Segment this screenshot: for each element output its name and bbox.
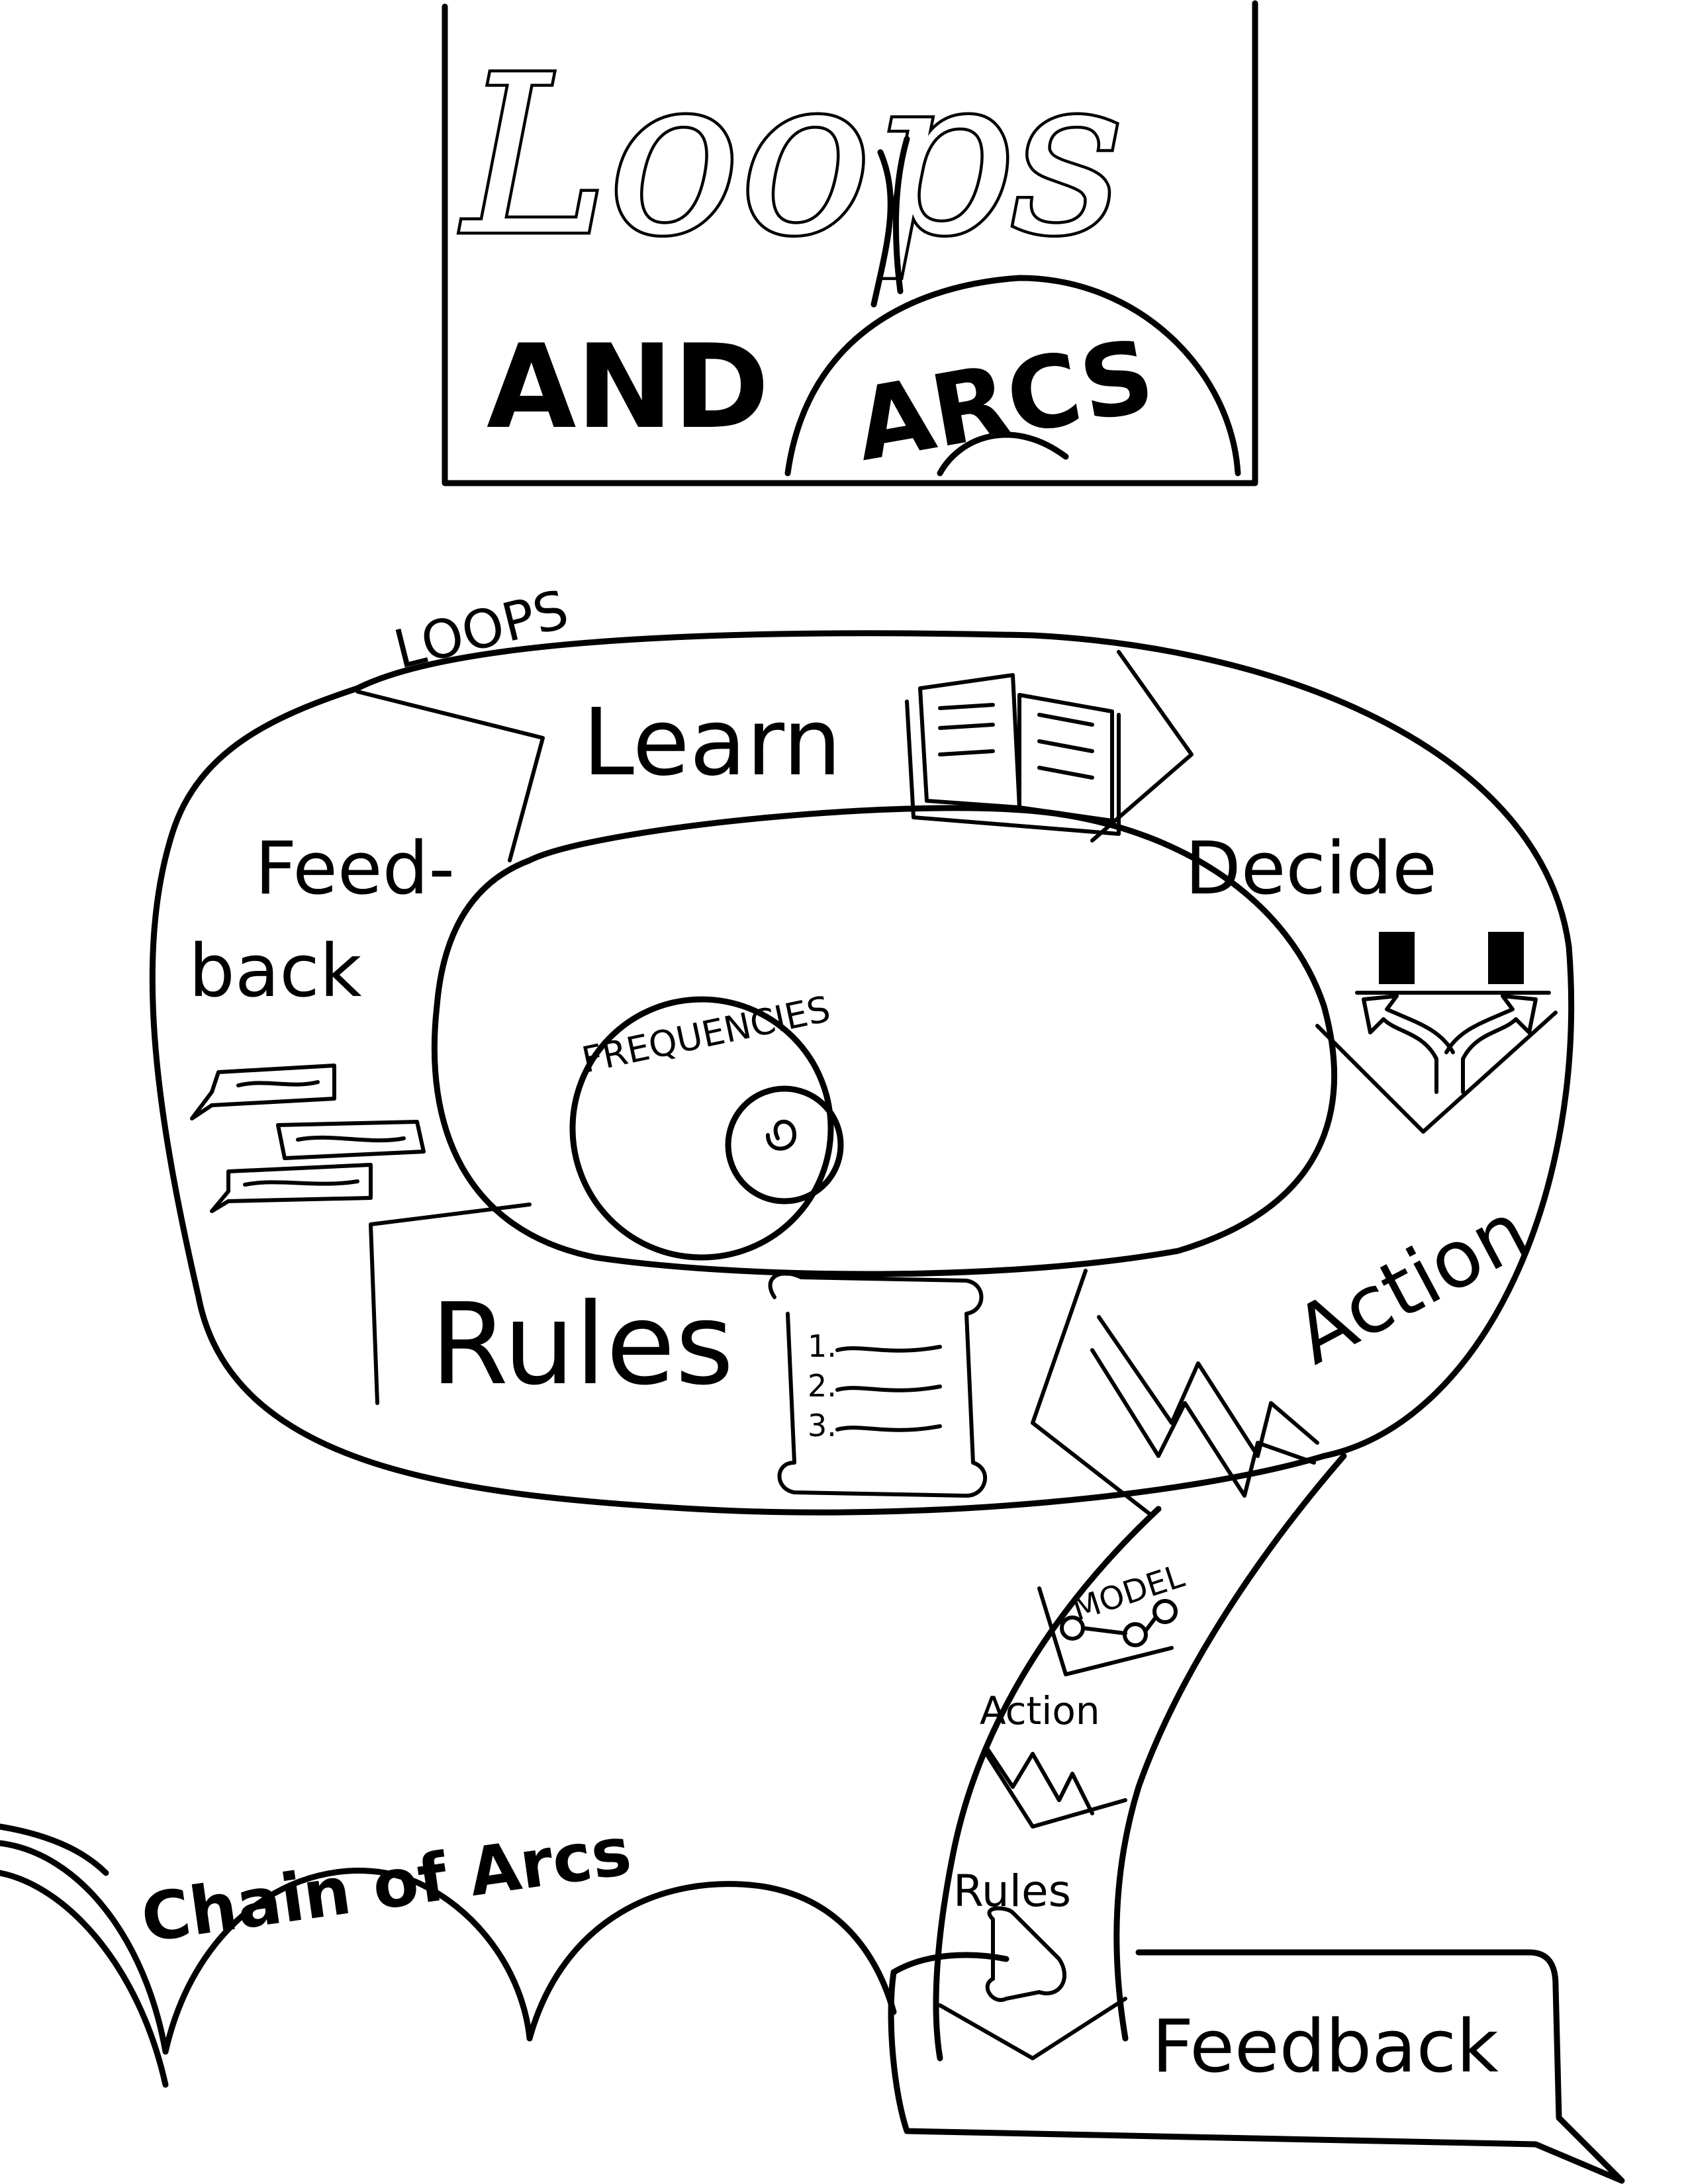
tail-model-label: MODEL [1068,1557,1189,1628]
stage-rules: Rules [430,1279,734,1410]
rules-item-3: 3. [808,1408,837,1443]
tail-zigzag-icon [984,1745,1094,1815]
stage-feedback-line2: back [189,929,362,1013]
zigzag-icon [1090,1315,1319,1498]
chain-of-arcs [0,1823,897,2088]
stage-feedback-line1: Feed- [255,826,455,911]
tail-scroll-icon [985,1906,1067,2002]
node-chain-icon [1060,1599,1178,1647]
speech-bubbles-icon [190,1064,426,1213]
title-arcs: ARCS [847,318,1162,484]
book-icon [905,673,1121,836]
feedback-speech-box [888,1949,1625,2184]
title-and: AND [487,320,769,455]
tail-action-label: Action [980,1688,1100,1733]
title-loops: Loops [460,29,1123,283]
stage-learn: Learn [583,689,841,797]
tail [933,1453,1347,2062]
outer-loop: FREQUENCIES [149,630,1575,1518]
rules-item-2: 2. [808,1368,837,1404]
rules-item-1: 1. [808,1328,837,1364]
diverging-arrows-icon [1362,994,1538,1094]
tail-rules-label: Rules [953,1866,1071,1917]
title-box: Loops AND ARCS [442,0,1258,486]
two-doors-icon [1355,932,1551,995]
stage-decide: Decide [1185,826,1437,911]
feedback-end-label: Feedback [1152,2004,1499,2089]
scroll-icon: 1. 2. 3. [768,1271,987,1498]
stage-action: Action [1280,1185,1543,1383]
chain-of-arcs-label: Chain of Arcs [136,1812,635,1958]
